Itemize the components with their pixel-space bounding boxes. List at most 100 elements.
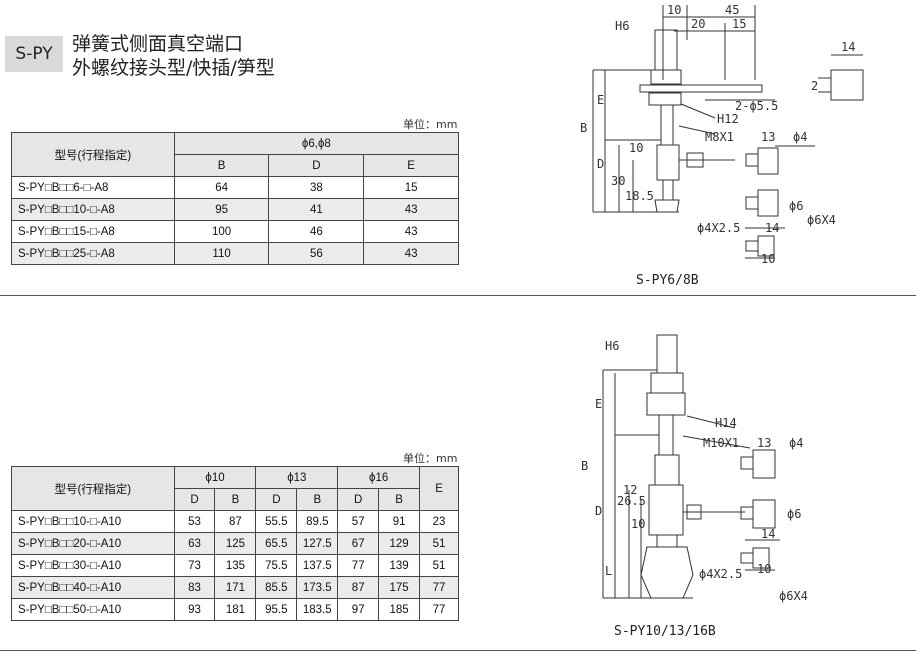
dim-label: 10	[631, 517, 645, 531]
dim-label: 13	[761, 130, 775, 144]
col-header-e: E	[363, 154, 459, 177]
model-header: 型号(行程指定)	[11, 466, 175, 511]
dim-label: ϕ4X2.5	[697, 221, 740, 235]
dim-label: 13	[757, 436, 771, 450]
col-header-d: D	[337, 488, 380, 511]
dim-label: 45	[725, 3, 739, 17]
value-cell: 43	[363, 198, 459, 221]
value-cell: 95	[173, 198, 270, 221]
value-cell: 63	[173, 532, 216, 555]
value-cell: 83	[173, 576, 216, 599]
col-header-d: D	[255, 488, 298, 511]
dim-label: B	[581, 459, 588, 473]
model-cell: S-PY□B□□20-□-A10	[11, 532, 175, 555]
value-cell: 51	[419, 554, 459, 577]
col-header-d: D	[173, 488, 216, 511]
value-cell: 43	[363, 220, 459, 243]
value-cell: 171	[214, 576, 257, 599]
dim-label: M8X1	[705, 130, 734, 144]
dim-label: D	[595, 504, 602, 518]
dim-label: 14	[841, 40, 855, 54]
value-cell: 75.5	[255, 554, 298, 577]
title-line-1: 弹簧式侧面真空端口	[72, 33, 244, 55]
table2-unit: 单位：mm	[403, 452, 458, 465]
value-cell: 89.5	[296, 510, 339, 533]
value-cell: 56	[268, 242, 365, 265]
dim-label: H6	[615, 19, 629, 33]
value-cell: 87	[337, 576, 380, 599]
bore-group-header: ϕ10	[173, 466, 257, 489]
spec-table-a8: 型号(行程指定) ϕ6,ϕ8 B D E S-PY□B□□6-□-A8 64 3…	[11, 132, 460, 265]
dim-label: E	[595, 397, 602, 411]
col-header-b: B	[296, 488, 339, 511]
dim-label: 26.5	[617, 494, 646, 508]
bore-group-header: ϕ13	[255, 466, 339, 489]
value-cell: 65.5	[255, 532, 298, 555]
bore-group-header: ϕ6,ϕ8	[173, 132, 460, 155]
value-cell: 129	[378, 532, 421, 555]
value-cell: 23	[419, 510, 459, 533]
col-header-d: D	[268, 154, 365, 177]
value-cell: 46	[268, 220, 365, 243]
value-cell: 55.5	[255, 510, 298, 533]
model-cell: S-PY□B□□30-□-A10	[11, 554, 175, 577]
value-cell: 173.5	[296, 576, 339, 599]
value-cell: 77	[419, 598, 459, 621]
title-line-2: 外螺纹接头型/快插/笋型	[72, 57, 275, 79]
model-cell: S-PY□B□□15-□-A8	[11, 220, 175, 243]
section-divider	[0, 295, 916, 296]
model-cell: S-PY□B□□50-□-A10	[11, 598, 175, 621]
dim-label: 14	[765, 221, 779, 235]
col-header-b: B	[378, 488, 421, 511]
table-row: S-PY□B□□15-□-A8 100 46 43	[11, 220, 459, 243]
model-cell: S-PY□B□□25-□-A8	[11, 242, 175, 265]
value-cell: 137.5	[296, 554, 339, 577]
table-row: S-PY□B□□10-□-A10 53 87 55.5 89.5 57 91 2…	[11, 510, 459, 533]
dim-label: 30	[611, 174, 625, 188]
page-title: 弹簧式侧面真空端口 外螺纹接头型/快插/笋型	[72, 32, 275, 80]
dim-label: 18.5	[625, 189, 654, 203]
value-cell: 181	[214, 598, 257, 621]
value-cell: 43	[363, 242, 459, 265]
dim-label: D	[597, 157, 604, 171]
bore-group-header: ϕ16	[337, 466, 421, 489]
drawing-caption: S-PY6/8B	[636, 273, 699, 288]
dim-label: ϕ6	[789, 199, 803, 213]
value-cell: 97	[337, 598, 380, 621]
value-cell: 67	[337, 532, 380, 555]
value-cell: 185	[378, 598, 421, 621]
drawing-caption: S-PY10/13/16B	[614, 624, 716, 639]
technical-drawing-s-py6-8b: 10 45 20 15 H6 14 E B D 2-ϕ5.5 2 H12 M8X…	[580, 3, 864, 266]
value-cell: 51	[419, 532, 459, 555]
dim-label: ϕ4	[789, 436, 803, 450]
table-row: S-PY□B□□6-□-A8 64 38 15	[11, 176, 459, 199]
value-cell: 139	[378, 554, 421, 577]
table-row: S-PY□B□□20-□-A10 63 125 65.5 127.5 67 12…	[11, 532, 459, 555]
dim-label: ϕ4	[793, 130, 807, 144]
dim-label: 10	[757, 562, 771, 576]
value-cell: 95.5	[255, 598, 298, 621]
dim-label: 10	[761, 252, 775, 266]
table-row: S-PY□B□□40-□-A10 83 171 85.5 173.5 87 17…	[11, 576, 459, 599]
table-row: S-PY□B□□50-□-A10 93 181 95.5 183.5 97 18…	[11, 598, 459, 621]
dim-label: ϕ4X2.5	[699, 567, 742, 581]
value-cell: 77	[337, 554, 380, 577]
value-cell: 77	[419, 576, 459, 599]
section-divider	[0, 650, 916, 651]
model-cell: S-PY□B□□40-□-A10	[11, 576, 175, 599]
value-cell: 15	[363, 176, 459, 199]
value-cell: 93	[173, 598, 216, 621]
model-header: 型号(行程指定)	[11, 132, 175, 177]
table1-unit: 单位：mm	[403, 118, 458, 131]
technical-drawing-s-py10-13-16b: H6 E H14 M10X1 13 ϕ4 B D 26.5 12 10 ϕ6 1…	[581, 334, 808, 603]
dim-label: ϕ6	[787, 507, 801, 521]
value-cell: 125	[214, 532, 257, 555]
value-cell: 57	[337, 510, 380, 533]
dim-label: H14	[715, 416, 737, 430]
value-cell: 175	[378, 576, 421, 599]
value-cell: 110	[173, 242, 270, 265]
value-cell: 85.5	[255, 576, 298, 599]
dim-label: 10	[667, 3, 681, 17]
model-cell: S-PY□B□□10-□-A10	[11, 510, 175, 533]
col-header-b: B	[173, 154, 270, 177]
